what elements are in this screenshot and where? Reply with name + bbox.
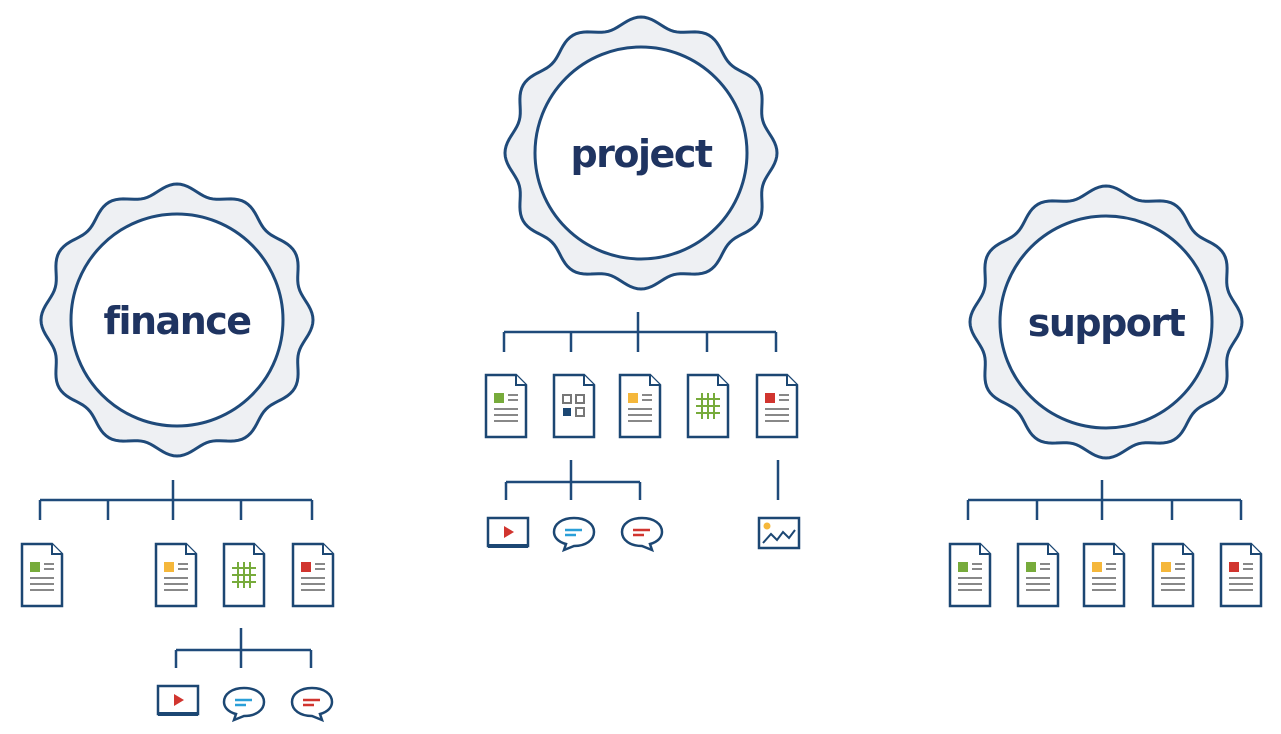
support-badge-inner	[998, 214, 1214, 430]
finance-media-connector	[174, 628, 313, 668]
finance-label: finance	[103, 299, 250, 343]
doc-grid-icon[interactable]	[552, 373, 596, 439]
project-badge[interactable]: project	[503, 15, 779, 291]
project-media	[486, 516, 801, 553]
doc-red-icon[interactable]	[291, 542, 335, 608]
doc-table-icon[interactable]	[222, 542, 266, 608]
chat-blue-icon[interactable]	[552, 516, 596, 553]
support-label: support	[1028, 301, 1186, 345]
project-media-connector	[504, 460, 780, 500]
image-chart-icon[interactable]	[757, 516, 801, 550]
doc-yellow-icon[interactable]	[1151, 542, 1195, 608]
project-connector	[502, 312, 778, 352]
project-label: project	[570, 132, 712, 176]
doc-table-icon[interactable]	[686, 373, 730, 439]
chat-red-icon[interactable]	[620, 516, 664, 553]
doc-yellow-icon[interactable]	[618, 373, 662, 439]
doc-yellow-icon[interactable]	[1082, 542, 1126, 608]
video-icon[interactable]	[486, 516, 530, 548]
support-group: support	[948, 184, 1263, 608]
doc-red-icon[interactable]	[755, 373, 799, 439]
project-group: project	[484, 15, 801, 553]
chat-blue-icon[interactable]	[222, 686, 266, 723]
doc-green-icon[interactable]	[484, 373, 528, 439]
finance-badge[interactable]: finance	[39, 182, 315, 458]
doc-red-icon[interactable]	[1219, 542, 1263, 608]
project-documents	[484, 373, 799, 439]
doc-yellow-icon[interactable]	[154, 542, 198, 608]
finance-documents	[20, 542, 335, 608]
doc-green-icon[interactable]	[1016, 542, 1060, 608]
support-documents	[948, 542, 1263, 608]
finance-media	[156, 684, 334, 723]
project-badge-inner	[533, 45, 749, 261]
chat-red-icon[interactable]	[290, 686, 334, 723]
video-icon[interactable]	[156, 684, 200, 716]
finance-group: finance	[20, 182, 335, 723]
support-connector	[966, 480, 1243, 520]
doc-green-icon[interactable]	[948, 542, 992, 608]
doc-green-icon[interactable]	[20, 542, 64, 608]
support-badge[interactable]: support	[968, 184, 1244, 460]
finance-connector	[38, 480, 314, 520]
finance-badge-inner	[69, 212, 285, 428]
